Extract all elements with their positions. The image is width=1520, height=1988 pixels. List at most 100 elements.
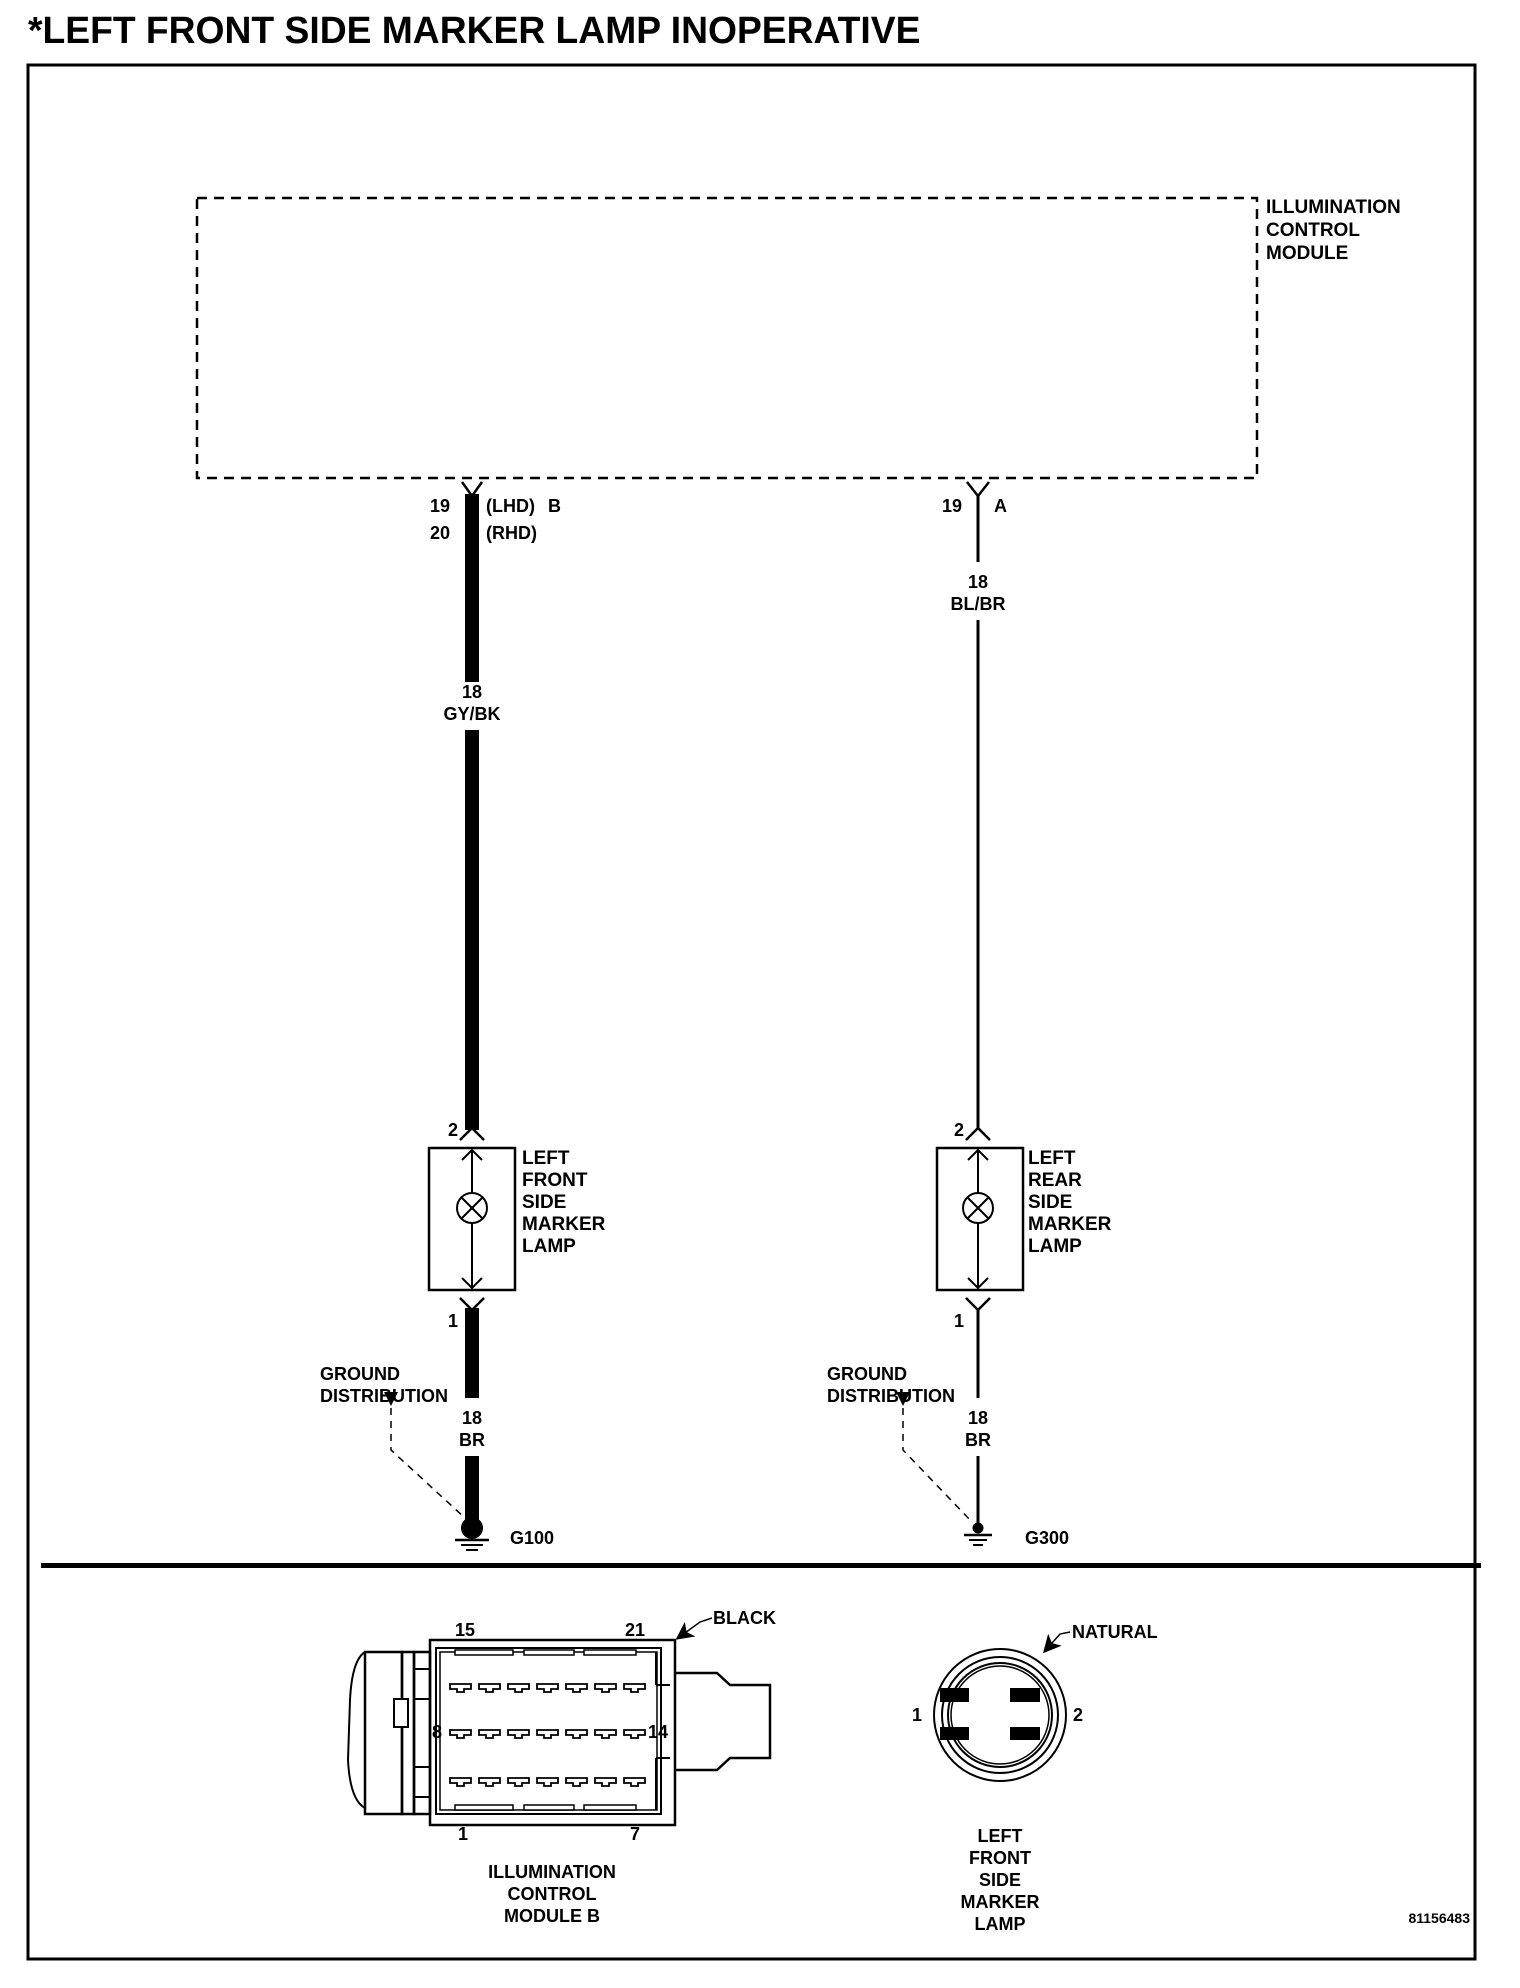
left-module-pin-rhd: 20 [430, 523, 450, 543]
module-label-line2: CONTROL [1266, 220, 1360, 241]
left-module-pin-lhd: 19 [430, 496, 450, 516]
right-lamp-label-1: LEFT [1028, 1148, 1076, 1169]
module-connector-color-label: BLACK [713, 1608, 776, 1628]
outer-frame [26, 63, 1477, 1961]
right-lamp-label-3: SIDE [1028, 1192, 1072, 1213]
left-rear-side-marker-lamp-box [935, 1146, 1025, 1292]
left-lamp-label-2: FRONT [522, 1170, 588, 1191]
left-lamp-label-5: LAMP [522, 1236, 576, 1257]
terminal-cavity [565, 1683, 588, 1693]
right-module-connector-icon [966, 481, 990, 499]
terminal-cavity [536, 1777, 559, 1787]
diagram-title: *LEFT FRONT SIDE MARKER LAMP INOPERATIVE [28, 10, 921, 52]
terminal-cavity [449, 1777, 472, 1787]
terminal-cavity [594, 1683, 617, 1693]
lamp-connector-terminals-icon [940, 1688, 1040, 1740]
illumination-control-module-b-connector: 15 21 8 14 1 7 BLACK ILLUMINATION CONTRO… [346, 1608, 776, 1926]
right-lamp-label-5: LAMP [1028, 1236, 1082, 1257]
right-lamp-top-connector-icon [965, 1126, 991, 1141]
g100-ground-eyelet-icon [461, 1517, 483, 1539]
terminal-cavity [507, 1777, 530, 1787]
right-module-pin: 19 [942, 496, 962, 516]
terminal-cavity [478, 1777, 501, 1787]
terminal-cavity [507, 1683, 530, 1693]
left-wire-gybk-lower [465, 730, 479, 1130]
right-ground-distribution-label-2: DISTRIBUTION [827, 1386, 955, 1406]
natural-color-leader-arrow [1043, 1631, 1071, 1654]
module-connector-caption-1: ILLUMINATION [488, 1862, 616, 1882]
left-wire-gauge: 18 [462, 682, 482, 702]
terminal-cavity [478, 1683, 501, 1693]
terminal-cavity [536, 1729, 559, 1739]
left-module-connector-icon [460, 481, 484, 499]
left-lamp-pin-bottom: 1 [448, 1311, 458, 1331]
right-circuit: 19 A 18 BL/BR 2 LEFT REAR SIDE MARKER LA… [827, 481, 1112, 1548]
right-wire-color: BL/BR [951, 594, 1006, 614]
black-color-leader-arrow [675, 1617, 713, 1640]
right-ground-wire-gauge: 18 [968, 1408, 988, 1428]
pin-label-14: 14 [648, 1722, 668, 1742]
right-lamp-pin-bottom: 1 [954, 1311, 964, 1331]
module-label-line3: MODULE [1266, 243, 1348, 264]
right-ground-distribution-arrow-icon [896, 1392, 910, 1406]
module-connector-caption-3: MODULE B [504, 1906, 600, 1926]
g300-ground-label: G300 [1025, 1528, 1069, 1548]
left-wire-br-lower [465, 1456, 479, 1522]
left-wire-gybk-upper [465, 494, 479, 682]
left-connector-id: B [548, 496, 561, 516]
lamp-connector-caption-1: LEFT [978, 1826, 1023, 1846]
left-ground-distribution-label-1: GROUND [320, 1364, 400, 1384]
right-connector-id: A [994, 496, 1007, 516]
pin-label-1: 1 [458, 1824, 468, 1844]
terminal-cavity [594, 1777, 617, 1787]
pin-label-8: 8 [432, 1722, 442, 1742]
terminal-cavity [449, 1729, 472, 1739]
terminal-cavity [565, 1777, 588, 1787]
left-lamp-label-1: LEFT [522, 1148, 570, 1169]
left-ground-distribution-arrow-icon [384, 1392, 398, 1406]
terminal-cavity [623, 1729, 646, 1739]
lamp-connector-pin-1: 1 [912, 1705, 922, 1725]
figure-id: 81156483 [1408, 1910, 1470, 1926]
module-connector-caption-2: CONTROL [508, 1884, 597, 1904]
right-lamp-pin-top: 2 [954, 1120, 964, 1140]
left-wire-br-upper [465, 1308, 479, 1398]
module-label-line1: ILLUMINATION [1266, 197, 1401, 218]
terminal-cavity [536, 1683, 559, 1693]
g100-ground-label: G100 [510, 1528, 554, 1548]
pin-label-7: 7 [630, 1824, 640, 1844]
terminal-cavity [623, 1683, 646, 1693]
left-circuit: 19 20 (LHD) (RHD) B 18 GY/BK 2 LEFT FRON… [320, 481, 606, 1551]
terminal-cavity [594, 1729, 617, 1739]
left-pin-note-lhd: (LHD) [486, 496, 535, 516]
lamp-connector-color-label: NATURAL [1072, 1622, 1158, 1642]
terminal-cavity [623, 1777, 646, 1787]
section-divider [41, 1563, 1481, 1568]
left-lamp-top-connector-icon [459, 1126, 485, 1141]
left-front-side-marker-lamp-box [427, 1146, 517, 1292]
right-lamp-label-2: REAR [1028, 1170, 1082, 1191]
left-wire-color: GY/BK [443, 704, 500, 724]
left-ground-distribution-label-2: DISTRIBUTION [320, 1386, 448, 1406]
left-lamp-pin-top: 2 [448, 1120, 458, 1140]
left-front-side-marker-lamp-connector: 1 2 NATURAL LEFT FRONT SIDE MARKER LAMP [912, 1622, 1158, 1934]
right-lamp-label-4: MARKER [1028, 1214, 1112, 1235]
g300-ground-eyelet-icon [972, 1522, 984, 1534]
right-wire-gauge: 18 [968, 572, 988, 592]
left-lamp-label-3: SIDE [522, 1192, 566, 1213]
left-pin-note-rhd: (RHD) [486, 523, 537, 543]
left-ground-wire-color: BR [459, 1430, 485, 1450]
lamp-connector-caption-5: LAMP [975, 1914, 1026, 1934]
lamp-connector-pin-2: 2 [1073, 1705, 1083, 1725]
terminal-cavity [478, 1729, 501, 1739]
terminal-cavity [507, 1729, 530, 1739]
left-lamp-label-4: MARKER [522, 1214, 606, 1235]
pin-label-15: 15 [455, 1620, 475, 1640]
right-ground-wire-color: BR [965, 1430, 991, 1450]
illumination-control-module-box [195, 196, 1259, 480]
lamp-connector-caption-4: MARKER [961, 1892, 1040, 1912]
lamp-connector-caption-3: SIDE [979, 1870, 1021, 1890]
terminal-cavity [449, 1683, 472, 1693]
pin-label-21: 21 [625, 1620, 645, 1640]
